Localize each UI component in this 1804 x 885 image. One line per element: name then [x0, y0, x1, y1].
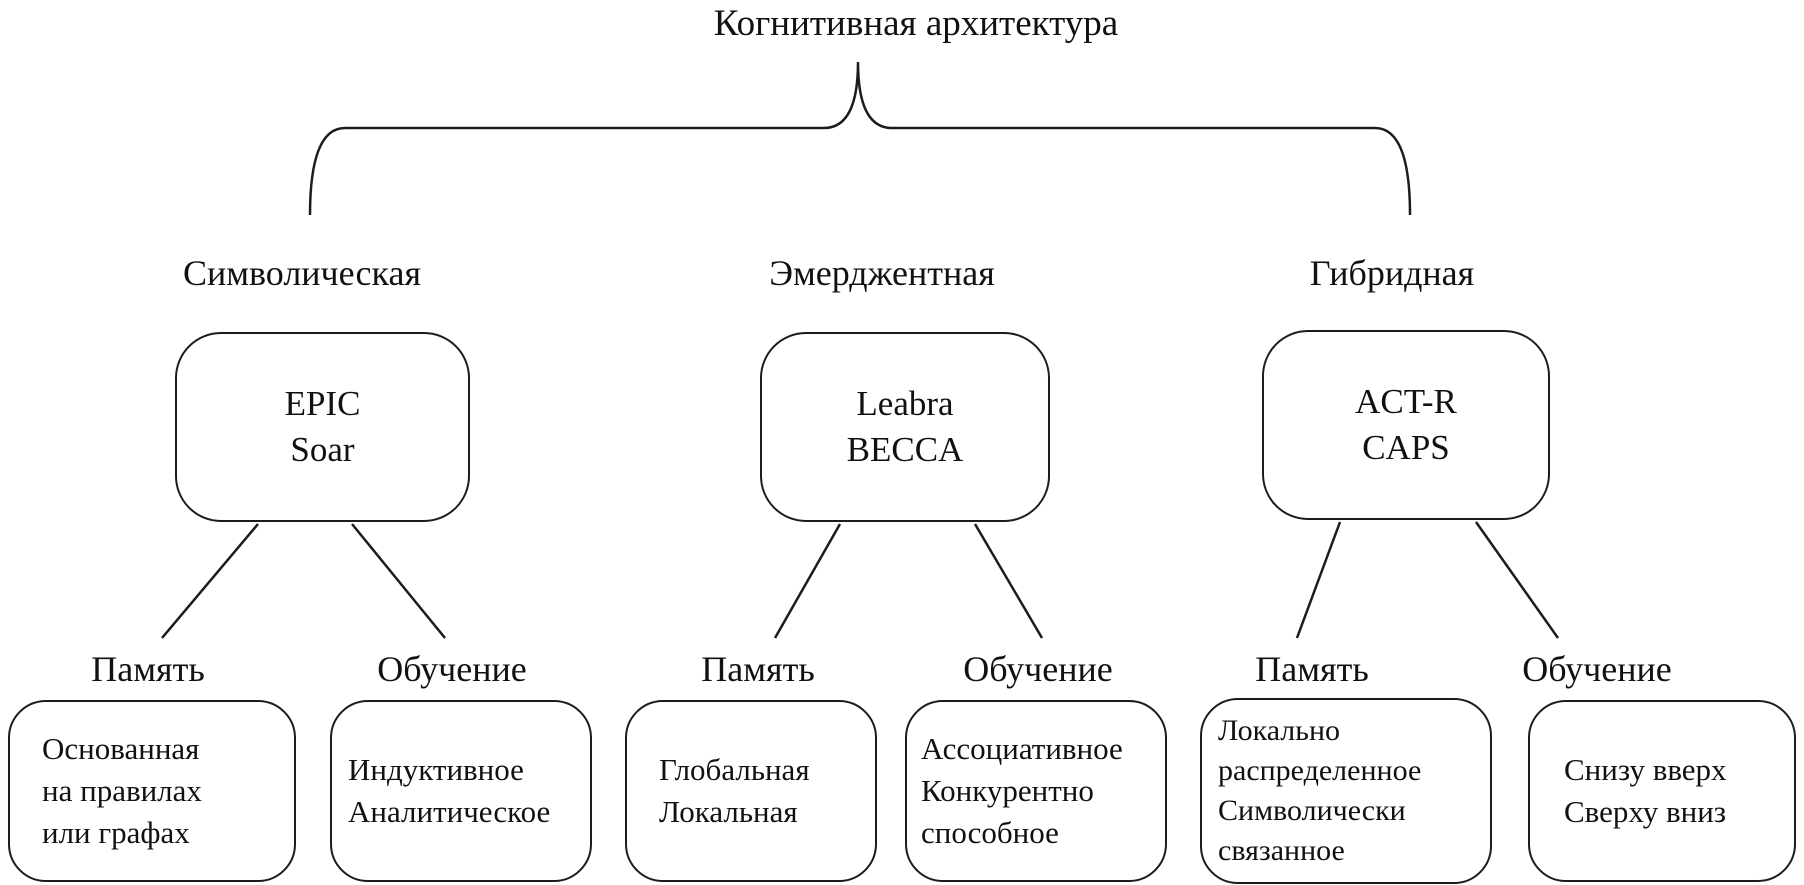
box-hybrid-learning: Снизу вверх Сверху вниз — [1528, 700, 1796, 882]
label-emergent-memory: Память — [701, 649, 815, 689]
label-hybrid-memory: Память — [1255, 649, 1369, 689]
box-hybrid-architectures: ACT-R CAPS — [1262, 330, 1550, 520]
box-emergent-memory: Глобальная Локальная — [625, 700, 877, 882]
box-emergent-architectures-text: Leabra BECCA — [846, 384, 964, 469]
box-symbolic-learning-text: Индуктивное Аналитическое — [348, 752, 551, 829]
box-emergent-architectures: Leabra BECCA — [760, 332, 1050, 522]
box-emergent-memory-text: Глобальная Локальная — [659, 752, 810, 829]
connector-line-emergent-learning — [973, 523, 1044, 639]
box-emergent-learning-text: Ассоциативное Конкурентно способное — [921, 731, 1123, 850]
branch-label-hybrid: Гибридная — [1309, 253, 1475, 293]
branch-label-emergent: Эмерджентная — [769, 253, 995, 293]
branch-label-symbolic: Символическая — [182, 253, 422, 293]
box-hybrid-architectures-text: ACT-R CAPS — [1355, 382, 1457, 467]
connector-line-symbolic-memory — [161, 523, 259, 639]
box-symbolic-architectures: EPIC Soar — [175, 332, 470, 522]
connector-line-hybrid-learning — [1474, 521, 1560, 639]
box-hybrid-memory: Локально распределенное Символически свя… — [1200, 698, 1492, 884]
box-symbolic-learning: Индуктивное Аналитическое — [330, 700, 592, 882]
box-hybrid-memory-text: Локально распределенное Символически свя… — [1218, 714, 1422, 867]
brace-connector — [308, 61, 1412, 216]
label-symbolic-memory: Память — [91, 649, 205, 689]
label-hybrid-learning: Обучение — [1522, 649, 1672, 689]
box-symbolic-architectures-text: EPIC Soar — [284, 384, 361, 469]
connector-line-hybrid-memory — [1295, 521, 1342, 639]
connector-line-emergent-memory — [773, 523, 842, 639]
label-symbolic-learning: Обучение — [377, 649, 527, 689]
box-symbolic-memory: Основанная на правилах или графах — [8, 700, 296, 882]
box-hybrid-learning-text: Снизу вверх Сверху вниз — [1564, 752, 1727, 829]
connector-line-symbolic-learning — [351, 523, 446, 639]
label-emergent-learning: Обучение — [963, 649, 1113, 689]
diagram-title: Когнитивная архитектура — [713, 3, 1119, 44]
box-emergent-learning: Ассоциативное Конкурентно способное — [905, 700, 1167, 882]
box-symbolic-memory-text: Основанная на правилах или графах — [42, 731, 202, 850]
